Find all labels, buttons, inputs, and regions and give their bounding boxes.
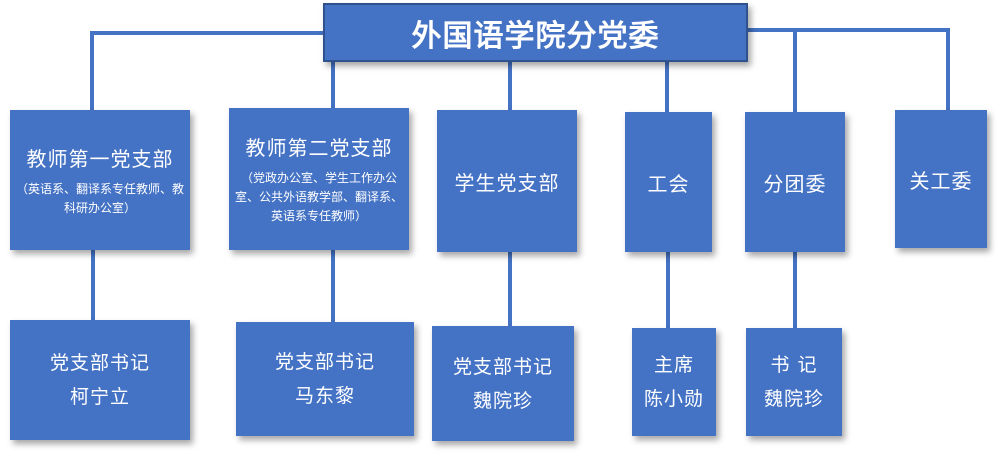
leader-box-teacher-branch-2: 党支部书记 马东黎 xyxy=(236,322,414,436)
leader-name: 柯宁立 xyxy=(69,386,130,408)
unit-description: （英语系、翻译系专任教师、教科研办公室） xyxy=(16,181,185,215)
unit-name: 工会 xyxy=(647,171,690,196)
leader-box-teacher-branch-1: 党支部书记 柯宁立 xyxy=(10,320,190,440)
leader-box-student-branch: 党支部书记 魏院珍 xyxy=(432,326,574,441)
unit-name: 分团委 xyxy=(763,171,827,196)
unit-box-youth-league: 分团委 xyxy=(745,112,845,252)
leader-role: 党支部书记 xyxy=(274,351,375,373)
connector-title-left-bus xyxy=(90,31,325,112)
unit-name: 学生党支部 xyxy=(454,170,560,195)
unit-name: 教师第二党支部 xyxy=(245,136,393,160)
party-committee-title-box: 外国语学院分党委 xyxy=(323,3,748,62)
leader-box-trade-union: 主席 陈小勋 xyxy=(632,328,716,436)
leader-name: 魏院珍 xyxy=(472,389,533,412)
page-title: 外国语学院分党委 xyxy=(411,18,660,54)
leader-role: 主席 xyxy=(653,354,694,376)
leader-box-youth-league: 书 记 魏院珍 xyxy=(746,328,842,436)
unit-box-care-committee: 关工委 xyxy=(895,110,987,248)
unit-name: 教师第一党支部 xyxy=(26,146,174,171)
leader-name: 魏院珍 xyxy=(763,388,824,410)
leader-name: 马东黎 xyxy=(294,385,355,407)
connector-title-right-bus xyxy=(746,28,950,112)
unit-description: （党政办公室、学生工作办公室、公共外语教学部、翻译系、英语系专任教师） xyxy=(235,171,404,223)
unit-name: 关工委 xyxy=(909,168,973,193)
leader-role: 书 记 xyxy=(770,354,818,376)
unit-box-student-branch: 学生党支部 xyxy=(437,110,577,252)
leader-name: 陈小勋 xyxy=(643,388,704,410)
unit-box-teacher-branch-1: 教师第一党支部 （英语系、翻译系专任教师、教科研办公室） xyxy=(10,110,190,250)
unit-box-trade-union: 工会 xyxy=(625,112,712,252)
unit-box-teacher-branch-2: 教师第二党支部 （党政办公室、学生工作办公室、公共外语教学部、翻译系、英语系专任… xyxy=(229,108,409,250)
leader-role: 党支部书记 xyxy=(452,355,553,378)
leader-role: 党支部书记 xyxy=(49,352,150,374)
